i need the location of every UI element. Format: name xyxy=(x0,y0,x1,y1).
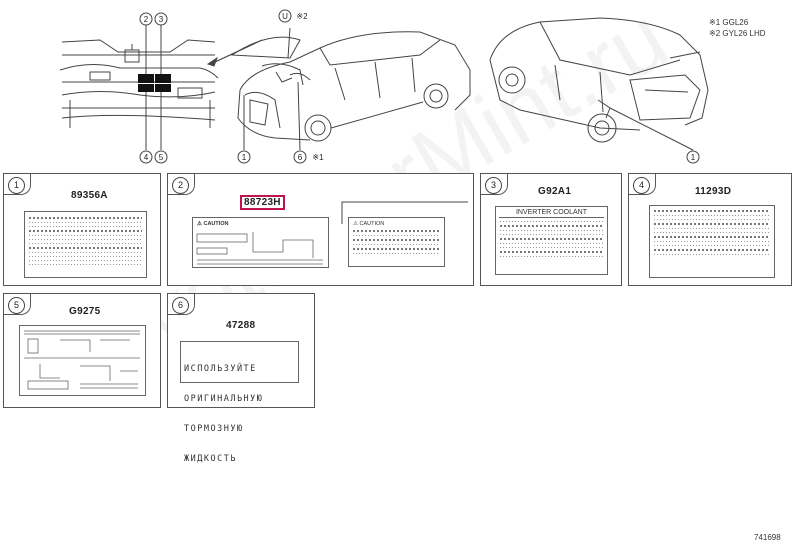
panel-5-label-drawing xyxy=(24,330,140,390)
panel-2: 2 88723H ⚠ CAUTION ⚠ CAUTION xyxy=(167,173,474,286)
callout-2: 2 xyxy=(139,12,153,26)
panel-4-number: 4 xyxy=(633,177,650,194)
panel-6-number: 6 xyxy=(172,297,189,314)
panel-4-part-number[interactable]: 11293D xyxy=(695,186,732,197)
panel-3-label: INVERTER COOLANT xyxy=(495,206,608,275)
panel-6-label xyxy=(180,341,299,383)
panel-3-number: 3 xyxy=(485,177,502,194)
russian-line-3: ТОРМОЗНУЮ xyxy=(184,424,244,434)
panel-5-label xyxy=(19,325,146,396)
legend-line-2: ※2 GYL26 LHD xyxy=(709,29,766,38)
panel-4: 4 11293D xyxy=(628,173,792,286)
panel-1-number: 1 xyxy=(8,177,25,194)
inverter-coolant-text: INVERTER COOLANT xyxy=(499,209,604,218)
russian-line-4: ЖИДКОСТЬ xyxy=(184,454,237,464)
callout-1-front: 1 xyxy=(237,150,251,164)
callout-1-rear: 1 xyxy=(686,150,700,164)
panel-5-part-number[interactable]: G9275 xyxy=(69,306,101,317)
callout-5-text: 5 xyxy=(159,153,164,162)
panel-1-label xyxy=(24,211,147,278)
car-front-view xyxy=(230,31,471,142)
callout-6-text: 6 xyxy=(298,153,303,162)
russian-line-1: ИСПОЛЬЗУЙТЕ xyxy=(184,364,257,374)
diagram-id: 741698 xyxy=(754,533,781,542)
callout-1-rear-text: 1 xyxy=(691,153,696,162)
callout-2-text: 2 xyxy=(144,15,149,24)
panel-2-label-a: ⚠ CAUTION xyxy=(192,217,329,268)
callout-3-text: 3 xyxy=(159,15,164,24)
caution-text-b: ⚠ CAUTION xyxy=(353,221,385,227)
top-illustration: 2 3 4 5 U ※2 1 6 ※1 1 xyxy=(59,9,709,164)
callout-u-note: ※2 xyxy=(296,12,308,21)
panel-3-part-number[interactable]: G92A1 xyxy=(538,186,572,197)
callout-4-text: 4 xyxy=(144,153,149,162)
callout-5: 5 xyxy=(154,150,168,164)
panel-4-label xyxy=(649,205,775,278)
callout-1-front-text: 1 xyxy=(242,153,247,162)
car-rear-view xyxy=(489,17,709,143)
legend-line-1: ※1 GGL26 xyxy=(709,18,749,27)
callout-u-text: U xyxy=(282,12,288,21)
russian-line-2: ОРИГИНАЛЬНУЮ xyxy=(184,394,264,404)
callout-u: U ※2 xyxy=(278,9,308,23)
panel-6: 6 47288 xyxy=(167,293,315,408)
panel-2-label-b: ⚠ CAUTION xyxy=(348,217,445,267)
panel-5-number: 5 xyxy=(8,297,25,314)
callout-4: 4 xyxy=(139,150,153,164)
callout-6: 6 ※1 xyxy=(293,150,324,164)
callout-6-note: ※1 xyxy=(312,153,324,162)
panel-5: 5 G9275 xyxy=(3,293,161,408)
caution-text-a: ⚠ CAUTION xyxy=(197,221,229,227)
legend: ※1 GGL26 ※2 GYL26 LHD xyxy=(709,17,766,39)
panel-6-russian-text: ИСПОЛЬЗУЙТЕ ОРИГИНАЛЬНУЮ ТОРМОЗНУЮ ЖИДКО… xyxy=(184,344,263,474)
panel-1: 1 89356A xyxy=(3,173,161,286)
panel-2-number: 2 xyxy=(172,177,189,194)
panel-3: 3 G92A1 INVERTER COOLANT xyxy=(480,173,622,286)
panel-2-part-number[interactable]: 88723H xyxy=(240,195,285,210)
panel-6-part-number[interactable]: 47288 xyxy=(226,320,256,331)
panel-2-bracket-line xyxy=(341,201,468,224)
callout-3: 3 xyxy=(154,12,168,26)
panel-2-label-a-drawing xyxy=(196,232,323,265)
engine-bay-detail xyxy=(59,39,219,128)
panel-1-part-number[interactable]: 89356A xyxy=(71,190,108,201)
